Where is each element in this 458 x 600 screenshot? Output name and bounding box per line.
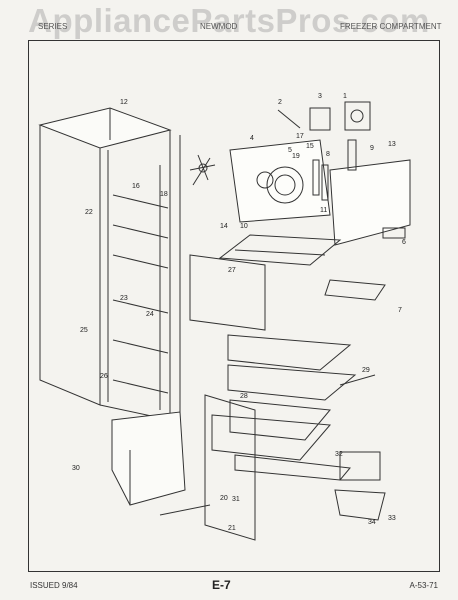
callout-18: 18 <box>160 191 168 198</box>
callout-13: 13 <box>388 141 396 148</box>
ice-tray-assembly <box>334 451 386 521</box>
ice-tray-holder <box>324 279 386 301</box>
callout-8: 8 <box>326 151 330 158</box>
freezer-shelf-top <box>218 234 342 266</box>
callout-2: 2 <box>278 99 282 106</box>
callout-12: 12 <box>120 99 128 106</box>
callout-22: 22 <box>85 209 93 216</box>
callout-27: 27 <box>228 267 236 274</box>
callout-6: 6 <box>402 239 406 246</box>
callout-15: 15 <box>306 143 314 150</box>
callout-10: 10 <box>240 223 248 230</box>
callout-11: 11 <box>320 207 327 214</box>
callout-9: 9 <box>370 145 374 152</box>
callout-20: 20 <box>220 495 228 502</box>
diagram-frame <box>28 40 440 572</box>
top-brackets <box>277 101 371 201</box>
callout-labels: 1 2 3 4 5 6 7 8 9 10 11 12 13 14 15 16 1… <box>72 93 406 532</box>
footer-page-number: E-7 <box>212 578 231 592</box>
callout-1: 1 <box>343 93 347 100</box>
callout-26: 26 <box>100 373 108 380</box>
callout-24: 24 <box>146 311 154 318</box>
callout-17: 17 <box>296 133 304 140</box>
callout-32: 32 <box>335 451 343 458</box>
callout-31: 31 <box>232 496 240 503</box>
callout-14: 14 <box>220 223 228 230</box>
callout-5: 5 <box>288 147 292 154</box>
header-section-title: FREEZER COMPARTMENT <box>340 22 442 31</box>
callout-29: 29 <box>362 367 370 374</box>
callout-30: 30 <box>72 465 80 472</box>
cabinet <box>38 107 181 421</box>
callout-25: 25 <box>80 327 88 334</box>
header-series: SERIES <box>38 22 68 31</box>
callout-21: 21 <box>228 525 236 532</box>
evaporator-fan-assembly <box>189 139 331 223</box>
callout-16: 16 <box>132 183 140 190</box>
callout-19: 19 <box>292 153 300 160</box>
callout-33: 33 <box>388 515 396 522</box>
door-bin <box>111 411 211 516</box>
callout-28: 28 <box>240 393 248 400</box>
freezer-liner <box>189 254 266 541</box>
callout-7: 7 <box>398 307 402 314</box>
callout-3: 3 <box>318 93 322 100</box>
footer-issued-date: ISSUED 9/84 <box>30 581 78 590</box>
callout-23: 23 <box>120 295 128 302</box>
evaporator-cover <box>329 159 411 246</box>
footer-drawing-code: A-53-71 <box>409 581 438 590</box>
header-model: NEWMOD <box>200 22 238 31</box>
callout-34: 34 <box>368 519 376 526</box>
callout-4: 4 <box>250 135 254 142</box>
wire-shelves <box>211 334 376 481</box>
watermark: AppliancePartsPros.com <box>28 2 430 39</box>
